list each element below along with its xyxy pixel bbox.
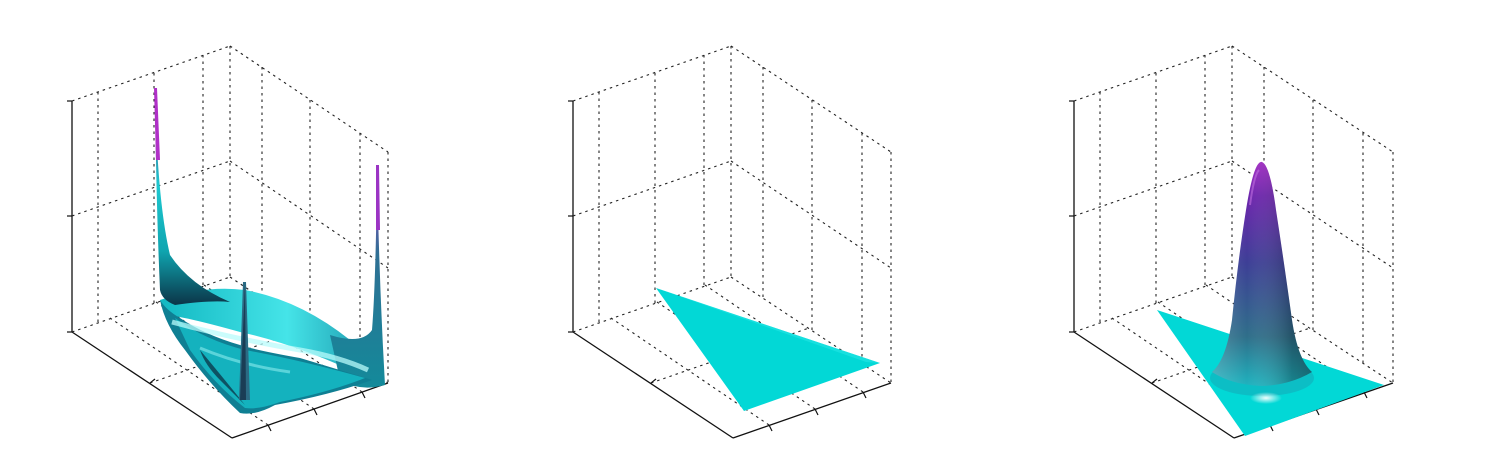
surface-plot-1: [67, 45, 389, 439]
surface-plot-2: [568, 45, 892, 439]
plot-1-box-grid: [67, 45, 389, 439]
plot-1-surface: [154, 88, 385, 414]
plot-3-surface: [1157, 161, 1384, 436]
surface-plot-3: [1069, 45, 1394, 439]
plot-2-surface: [656, 288, 880, 411]
plot-2-box-grid: [568, 45, 892, 439]
